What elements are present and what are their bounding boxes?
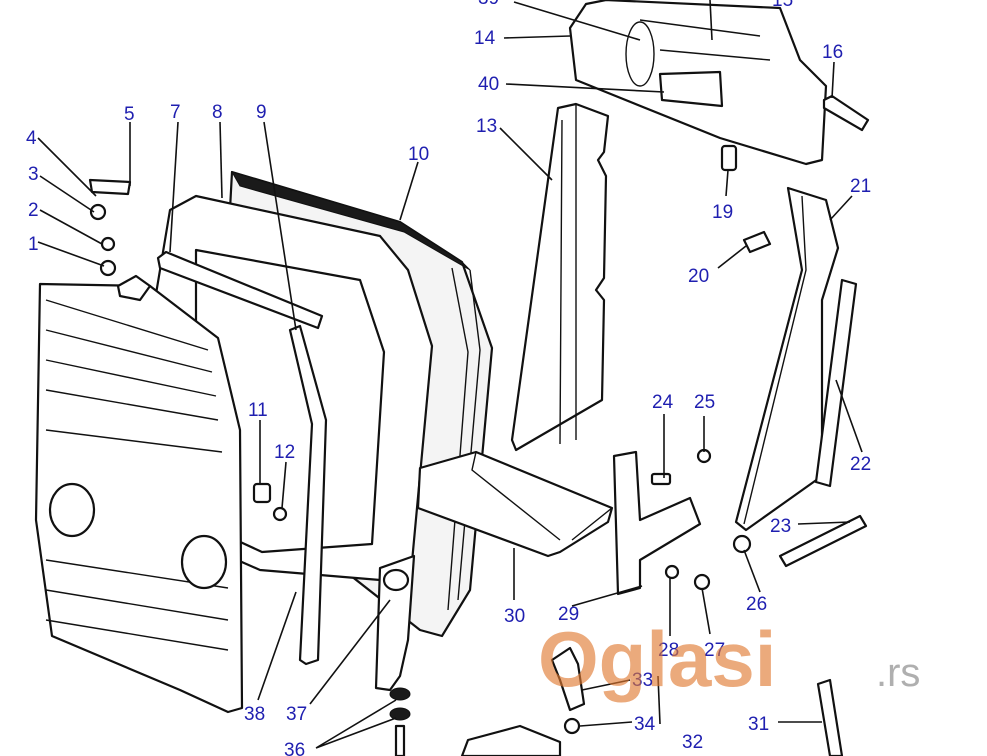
label-36: 36 xyxy=(284,740,305,756)
label-10: 10 xyxy=(408,144,429,165)
side-seal-part xyxy=(288,324,328,666)
label-24: 24 xyxy=(652,392,674,413)
crossmember-part xyxy=(416,450,614,558)
label-40: 40 xyxy=(478,74,499,95)
label-39: 39 xyxy=(478,0,499,9)
lower-bracket-part xyxy=(374,554,416,692)
label-9: 9 xyxy=(256,102,267,123)
bolt-19-part xyxy=(720,144,738,172)
label-3: 3 xyxy=(28,164,39,185)
label-37: 37 xyxy=(286,704,307,725)
label-16: 16 xyxy=(822,42,843,63)
leader-lines xyxy=(37,0,863,749)
label-26: 26 xyxy=(746,594,767,615)
label-14: 14 xyxy=(474,28,496,49)
label-15: 15 xyxy=(772,0,793,11)
label-28: 28 xyxy=(658,640,679,661)
hardware-parts xyxy=(88,178,844,756)
label-2: 2 xyxy=(28,200,39,221)
watermark: Oglasi .rs xyxy=(538,615,920,703)
bracket-plate-part xyxy=(612,450,702,596)
label-5: 5 xyxy=(124,104,135,125)
label-13: 13 xyxy=(476,116,497,137)
label-31: 31 xyxy=(748,714,769,735)
horizontal-strip-part xyxy=(778,514,868,568)
watermark-brand: Oglasi xyxy=(538,615,776,703)
label-8: 8 xyxy=(212,102,223,123)
label-30: 30 xyxy=(504,606,525,627)
label-33: 33 xyxy=(632,670,653,691)
label-34: 34 xyxy=(634,714,656,735)
label-25: 25 xyxy=(694,392,715,413)
label-12: 12 xyxy=(274,442,295,463)
bolt-20-part xyxy=(742,230,772,254)
left-side-panel-part xyxy=(510,102,610,452)
label-29: 29 xyxy=(558,604,579,625)
label-23: 23 xyxy=(770,516,791,537)
label-27: 27 xyxy=(704,640,725,661)
label-4: 4 xyxy=(26,128,37,149)
label-7: 7 xyxy=(170,102,181,123)
label-20: 20 xyxy=(688,266,709,287)
label-21: 21 xyxy=(850,176,871,197)
label-19: 19 xyxy=(712,202,733,223)
top-cover-part xyxy=(568,0,828,166)
vertical-strip-part xyxy=(814,278,858,488)
label-11: 11 xyxy=(248,400,268,421)
top-right-strip-part xyxy=(822,94,870,132)
label-32: 32 xyxy=(682,732,703,753)
part-number-labels: 1 2 3 4 5 7 8 9 10 11 12 13 14 15 16 19 … xyxy=(26,0,871,756)
seal-strip-part xyxy=(156,250,324,330)
watermark-suffix: .rs xyxy=(876,651,920,695)
label-38: 38 xyxy=(244,704,265,725)
label-22: 22 xyxy=(850,454,871,475)
front-grille-panel-part xyxy=(34,274,244,714)
label-1: 1 xyxy=(28,234,39,255)
